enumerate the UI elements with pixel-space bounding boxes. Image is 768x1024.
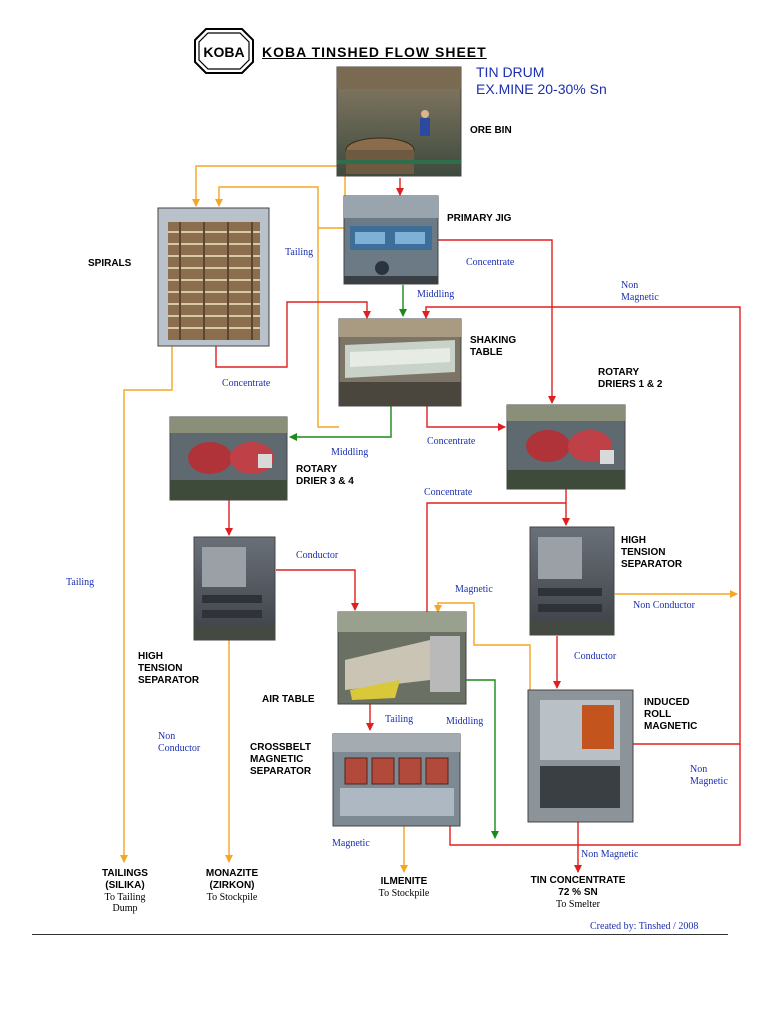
product-monazite-dest: To Stockpile (206, 892, 258, 903)
middling-table-to-rd34-line (289, 406, 392, 441)
rotary-drier-34-photo (169, 416, 288, 501)
product-monazite-1: MONAZITE (205, 868, 259, 879)
hts-right-photo (529, 526, 615, 636)
flow-non-magnetic-top-1: Non (621, 280, 639, 291)
product-ilmenite: ILMENITE (380, 876, 428, 887)
crossbelt-label-3: SEPARATOR (250, 766, 312, 777)
induced-label-2: ROLL (644, 709, 672, 720)
rotary-driers-12-label-2: DRIERS 1 & 2 (598, 379, 663, 390)
product-ilmenite-dest: To Stockpile (378, 888, 430, 899)
crossbelt-photo (332, 733, 461, 827)
ore-bin-photo (336, 66, 462, 177)
product-tin-1: TIN CONCENTRATE (530, 875, 626, 886)
flow-concentrate-table: Concentrate (427, 436, 476, 447)
flow-concentrate-spirals: Concentrate (222, 378, 271, 389)
flow-concentrate-jig: Concentrate (466, 257, 515, 268)
air-table-label: AIR TABLE (262, 694, 315, 705)
rotary-drier-34-label-2: DRIER 3 & 4 (296, 476, 354, 487)
shaking-table-label-1: SHAKING (470, 335, 517, 346)
spirals-label: SPIRALS (88, 258, 132, 269)
flow-magnetic-mid: Magnetic (455, 584, 493, 595)
conductor-left-to-air-line (276, 569, 359, 611)
spirals-photo (157, 207, 270, 347)
flow-conductor-left: Conductor (296, 550, 339, 561)
flow-middling-jig: Middling (417, 289, 455, 300)
flow-tailing-air: Tailing (385, 714, 414, 725)
primary-jig-label: PRIMARY JIG (447, 213, 512, 224)
shaking-table-label-2: TABLE (470, 347, 503, 358)
middling-air-to-product-line (465, 679, 499, 839)
product-monazite-2: (ZIRKON) (209, 880, 255, 891)
concentrate-to-hts-right-line (426, 502, 566, 612)
source-line-2: EX.MINE 20-30% Sn (476, 81, 607, 97)
hts-left-label-1: HIGH (138, 651, 163, 662)
flow-non-magnetic-top-2: Magnetic (621, 292, 659, 303)
non-magnetic-bottom-line (449, 744, 741, 846)
tailing-spirals-to-dump-line (120, 346, 173, 863)
koba-logo: KOBA (194, 28, 254, 74)
footer-rule (32, 934, 728, 935)
non-magnetic-return-line (422, 306, 741, 594)
magnetic-induced-to-air-line (434, 602, 531, 690)
hts-right-label-3: SEPARATOR (621, 559, 683, 570)
hts-left-label-2: TENSION (138, 663, 183, 674)
product-tailings-dest-1: To Tailing (104, 892, 146, 903)
page-title: KOBA TINSHED FLOW SHEET (262, 44, 487, 60)
rotary-driers-12-label-1: ROTARY (598, 367, 640, 378)
hts-right-label-1: HIGH (621, 535, 646, 546)
concentrate-spirals-to-table-line (215, 301, 371, 368)
flow-middling-table: Middling (331, 447, 369, 458)
hts-left-photo (193, 536, 276, 641)
induced-label-1: INDUCED (644, 697, 690, 708)
tailing-table-loop-line (317, 228, 339, 428)
source-line-1: TIN DRUM (476, 64, 545, 80)
shaking-table-photo (338, 318, 462, 407)
crossbelt-label-2: MAGNETIC (250, 754, 304, 765)
flow-non-conductor-right: Non Conductor (633, 600, 695, 611)
hts-left-label-3: SEPARATOR (138, 675, 200, 686)
flow-concentrate-to-hts: Concentrate (424, 487, 473, 498)
flow-tailing-jig: Tailing (285, 247, 314, 258)
flow-magnetic-crossbelt: Magnetic (332, 838, 370, 849)
concentrate-jig-to-rd12-line (437, 239, 556, 404)
flow-non-conductor-left-2: Conductor (158, 743, 201, 754)
concentrate-table-to-rd12-line (426, 406, 506, 431)
product-tailings-2: (SILIKA) (105, 880, 145, 891)
ore-bin-label: ORE BIN (470, 125, 512, 136)
flow-non-magnetic-right-1: Non (690, 764, 708, 775)
crossbelt-label-1: CROSSBELT (250, 742, 311, 753)
flow-non-magnetic-bottom: Non Magnetic (581, 849, 639, 860)
air-table-photo (337, 611, 467, 705)
product-tailings-1: TAILINGS (102, 868, 148, 879)
product-tailings-dest-2: Dump (112, 903, 138, 914)
tailing-jig-to-spirals-line (215, 186, 345, 229)
rotary-drier-34-label-1: ROTARY (296, 464, 338, 475)
credit-text: Created by: Tinshed / 2008 (590, 921, 699, 932)
flow-non-conductor-left-1: Non (158, 731, 176, 742)
product-tin-2: 72 % SN (558, 887, 598, 898)
hts-right-label-2: TENSION (621, 547, 666, 558)
flow-middling-air: Middling (446, 716, 484, 727)
flow-conductor-right: Conductor (574, 651, 617, 662)
logo-text: KOBA (203, 44, 244, 60)
flow-tailing-left: Tailing (66, 577, 95, 588)
rotary-driers-12-photo (506, 404, 626, 490)
flow-non-magnetic-right-2: Magnetic (690, 776, 728, 787)
primary-jig-photo (343, 195, 439, 285)
induced-roll-photo (527, 689, 634, 823)
product-tin-dest: To Smelter (555, 899, 600, 910)
induced-label-3: MAGNETIC (644, 721, 698, 732)
